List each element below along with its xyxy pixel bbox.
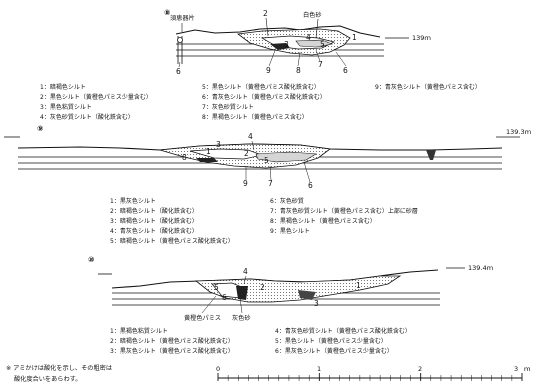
section-10-marker: ⑩ <box>88 255 94 264</box>
section-9-number: 5 <box>264 156 269 165</box>
section-10-number: 5 <box>214 283 219 292</box>
section-10-legend-item: 1：黒褐色粘質シルト <box>110 327 168 335</box>
section-8-number: 6 <box>343 66 348 75</box>
section-8-number: 8 <box>296 66 301 75</box>
section-9-legend-item: 3：暗褐色シルト（酸化鉄含む） <box>110 217 198 225</box>
section-8-number: 6 <box>176 67 181 76</box>
section-8-legend-item: 3：黒色粘質シルト <box>40 103 92 111</box>
scale-label-0: 0 <box>216 365 220 373</box>
section-10-elevation: 139.4ｍ <box>468 264 494 272</box>
section-9-number: 2 <box>244 149 249 158</box>
section-8-leader <box>265 17 269 37</box>
section-9-leader <box>245 140 311 183</box>
section-9-number: 3 <box>216 140 221 149</box>
section-10-legend-item: 3：黒灰色シルト（黄橙色パミス酸化鉄含む） <box>110 347 234 355</box>
section-9-legend-item: 4：青灰色シルト（酸化鉄含む） <box>110 227 198 235</box>
shading-note-line-1: ※ アミかけは酸化を示し、その粗密は <box>6 364 112 372</box>
shading-note: ※ アミかけは酸化を示し、その粗密は 酸化度合いをあらわす。 <box>6 364 112 383</box>
section-10-legend-item: 4：青灰色砂質シルト（黄橙色パミス酸化鉄含む） <box>275 327 411 335</box>
section-8-number: 5 <box>320 40 325 49</box>
section-8-number: 1 <box>352 33 357 42</box>
section-8-number: 9 <box>266 66 271 75</box>
section-9-number: 7 <box>268 179 273 188</box>
section-9-legend-item: 9：黒色シルト <box>270 227 310 235</box>
scale-unit: ｍ <box>524 365 531 373</box>
section-10-number: 4 <box>243 267 248 276</box>
section-8-white-sand-lens <box>295 39 334 48</box>
section-8-legend: 1：暗褐色シルト 5：黒色シルト（黄橙色パミス酸化鉄含む） 9：青灰色シルト（黄… <box>40 83 481 121</box>
section-8-leader <box>315 18 319 39</box>
scale-label-1: 1 <box>317 365 321 373</box>
section-10-leader <box>243 275 247 285</box>
section-10-legend-item: 5：黒色シルト（黄橙色パミス少量含む） <box>275 337 387 345</box>
section-8-number: 3 <box>284 40 289 49</box>
scale-bar: 0 1 2 3 ｍ <box>216 365 531 381</box>
section-9-legend-item: 6：灰色砂質 <box>270 197 304 205</box>
section-8-elevation: 139ｍ <box>412 34 431 42</box>
section-10-legend-item: 2：暗褐色シルト（黄橙色パミス酸化鉄含む） <box>110 337 234 345</box>
section-10-legend: 1：黒褐色粘質シルト 4：青灰色砂質シルト（黄橙色パミス酸化鉄含む） 2：暗褐色… <box>110 327 411 355</box>
section-8-leader <box>178 47 347 68</box>
section-8-legend-item: 7：灰色砂質シルト <box>202 103 254 111</box>
section-8: ⑧ 須恵器片 白色砂 139ｍ 2 1 3 4 5 6 7 8 9 6 <box>40 8 481 121</box>
section-10-legend-item: 6：黒灰色シルト（黄橙色パミス少量含む） <box>275 347 393 355</box>
section-8-number: 7 <box>318 60 323 69</box>
section-9-number: 4 <box>248 132 253 141</box>
shading-note-line-2: 酸化度合いをあらわす。 <box>14 375 81 383</box>
section-9-number: 8 <box>182 153 187 162</box>
section-10-leader <box>201 295 243 314</box>
section-9-legend-item: 1：黒灰色シルト <box>110 197 156 205</box>
section-10-number: 3 <box>314 299 319 308</box>
section-9-legend-item: 7：青灰色砂質シルト（黄橙色パミス含む）上部に砂層 <box>270 207 418 215</box>
section-8-legend-item: 5：黒色シルト（黄橙色パミス酸化鉄含む） <box>202 83 320 91</box>
section-8-callout-white-sand: 白色砂 <box>303 11 322 19</box>
section-8-legend-item: 6：青灰色シルト（黄橙色パミス酸化鉄含む） <box>202 93 326 101</box>
section-10-ditch-fill <box>194 275 402 303</box>
scale-bar-ticks <box>217 373 523 381</box>
section-9: ⑨ 139.3ｍ 4 3 1 2 8 5 9 7 6 1：黒灰色シルト 6：灰色… <box>4 124 532 245</box>
section-8-legend-item: 8：黒褐色シルト（黄橙色パミス含む） <box>202 113 308 121</box>
section-8-legend-item: 9：青灰色シルト（黄橙色パミス含む） <box>375 83 481 91</box>
scale-label-2: 2 <box>418 365 422 373</box>
section-9-legend-item: 8：黒褐色シルト（黄橙色パミス含む） <box>270 217 376 225</box>
section-8-marker: ⑧ <box>164 8 170 17</box>
section-10-number: 2 <box>260 283 265 292</box>
section-8-dark-lens <box>270 43 290 50</box>
scale-label-3: 3 <box>514 365 518 373</box>
section-8-ground-surface <box>175 25 381 38</box>
section-9-legend: 1：黒灰色シルト 6：灰色砂質 2：暗褐色シルト（酸化鉄含む） 7：青灰色砂質シ… <box>110 197 418 245</box>
section-9-number: 1 <box>206 147 211 156</box>
section-8-legend-item: 2：黒色シルト（黄橙色パミス少量含む） <box>40 93 152 101</box>
section-9-number: 9 <box>243 179 248 188</box>
section-9-number: 6 <box>308 181 313 190</box>
section-8-legend-item: 4：灰色砂質シルト（酸化鉄含む） <box>40 113 134 121</box>
section-8-sherd-mark <box>177 37 183 43</box>
section-8-number: 4 <box>306 33 311 42</box>
section-10-number: 1 <box>356 281 361 290</box>
section-10-dark-lens <box>236 286 248 300</box>
section-10: ⑩ 139.4ｍ 4 5 2 1 6 3 黄橙色パミス 灰色砂 1：黒褐色粘質シ… <box>88 255 494 355</box>
section-10-dark-lens <box>298 290 316 300</box>
section-10-number: 6 <box>222 293 227 302</box>
section-9-dark-lens <box>196 158 218 162</box>
section-9-elevation: 139.3ｍ <box>506 128 532 136</box>
section-9-marker: ⑨ <box>37 124 43 133</box>
section-8-legend-item: 1：暗褐色シルト <box>40 83 86 91</box>
section-9-legend-item: 5：暗褐色シルト（黄橙色パミス酸化鉄含む） <box>110 237 234 245</box>
section-9-small-pit <box>426 150 436 160</box>
section-10-callout-pumice: 黄橙色パミス <box>184 314 221 322</box>
section-8-callout-sherd: 須恵器片 <box>170 14 195 22</box>
section-9-inner-layer <box>255 151 317 163</box>
section-9-legend-item: 2：暗褐色シルト（酸化鉄含む） <box>110 207 198 215</box>
section-8-number: 2 <box>263 9 268 18</box>
section-10-callout-gray-sand: 灰色砂 <box>232 314 251 322</box>
